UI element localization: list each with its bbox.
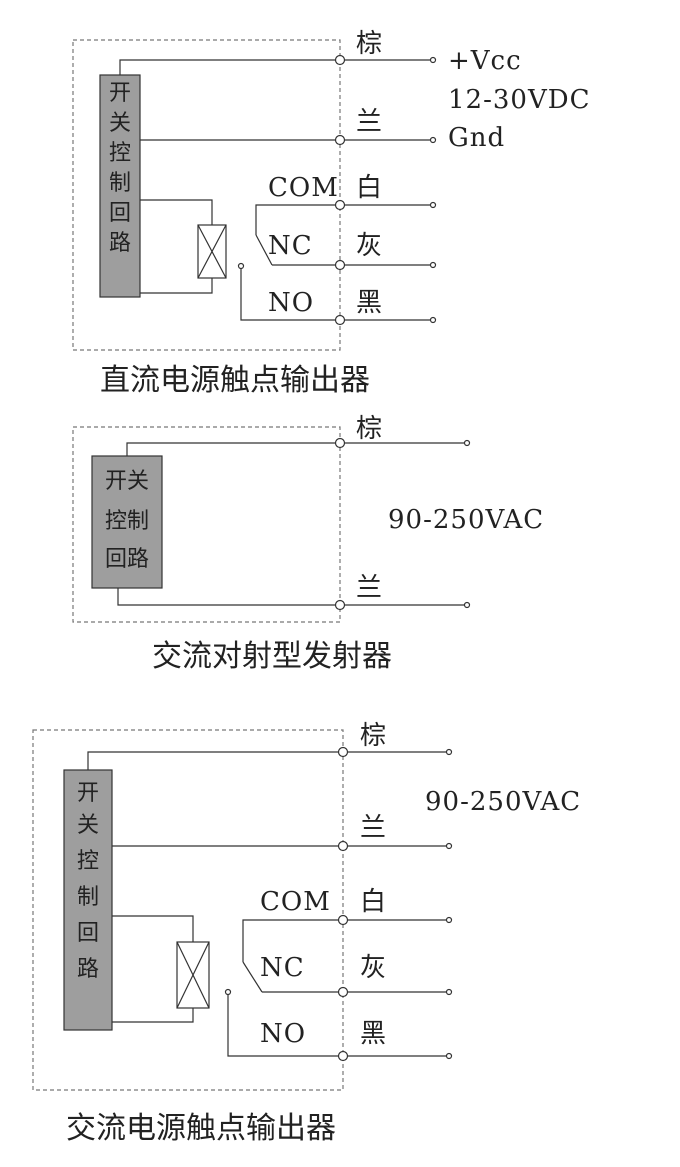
- block-char: 开: [77, 781, 99, 806]
- black-wire: [240, 266, 432, 321]
- blue-wire: [117, 588, 466, 606]
- switch-control-circuit-block: [91, 455, 163, 589]
- supply-label: 90-250VAC: [388, 505, 544, 535]
- supply-label: +Vcc: [448, 46, 522, 76]
- wire-end: [429, 316, 437, 324]
- terminal: [337, 914, 349, 926]
- white-wire: [255, 204, 432, 235]
- block-char: 路: [109, 231, 131, 256]
- contact-label: NO: [260, 1019, 306, 1049]
- terminal: [334, 199, 346, 211]
- diagram-dc-relay-output: 开 关 控 制 回 路 棕 兰 白: [72, 29, 590, 398]
- terminal: [337, 746, 349, 758]
- block-char: 回: [109, 201, 131, 226]
- wire-color-label: 黑: [356, 288, 382, 318]
- diagram-ac-relay-output: 开 关 控 制 回 路 棕 兰 白 灰 黑 COM NC NO: [32, 721, 581, 1146]
- block-char: 控: [77, 849, 99, 874]
- block-text: 控制: [105, 509, 149, 534]
- wire-end: [429, 136, 437, 144]
- terminal: [334, 134, 346, 146]
- block-char: 控: [109, 141, 131, 166]
- switch-control-circuit-block: [99, 74, 141, 298]
- terminal: [337, 840, 349, 852]
- wire-color-label: 棕: [360, 721, 386, 751]
- diagram-ac-emitter: 开关 控制 回路 棕 兰 90-250VAC 交流对射型发射器: [72, 414, 544, 674]
- wire-color-label: 黑: [360, 1019, 386, 1049]
- coil-wire-top: [140, 199, 213, 225]
- block-char: 开: [109, 81, 131, 106]
- wire-end: [445, 916, 453, 924]
- block-char: 关: [77, 813, 99, 838]
- wire-color-label: 灰: [356, 231, 382, 261]
- wire-end: [445, 1052, 453, 1060]
- terminal: [334, 599, 346, 611]
- terminal: [334, 259, 346, 271]
- contact-label: NC: [260, 953, 305, 983]
- terminal: [334, 54, 346, 66]
- block-char: 回: [77, 921, 99, 946]
- wire-color-label: 兰: [356, 107, 382, 137]
- wire-color-label: 棕: [356, 414, 382, 444]
- diagram-caption: 交流对射型发射器: [152, 639, 392, 674]
- supply-label: 90-250VAC: [425, 787, 581, 817]
- wire-end: [429, 56, 437, 64]
- brown-wire: [119, 59, 432, 75]
- wire-end: [445, 988, 453, 996]
- wire-end: [445, 842, 453, 850]
- block-text: 开关: [105, 469, 149, 494]
- terminal: [334, 437, 346, 449]
- wire-color-label: 兰: [356, 573, 382, 603]
- white-wire: [242, 919, 448, 962]
- terminal: [334, 314, 346, 326]
- diagram-caption: 交流电源触点输出器: [66, 1111, 336, 1146]
- relay-contact-arm: [242, 961, 263, 993]
- relay-contact-arm: [255, 234, 273, 266]
- diagram-caption: 直流电源触点输出器: [100, 363, 370, 398]
- contact-label: COM: [268, 173, 339, 203]
- block-char: 制: [109, 171, 131, 196]
- wire-color-label: 白: [360, 887, 386, 917]
- contact-label: NC: [268, 231, 313, 261]
- supply-label: 12-30VDC: [448, 85, 590, 115]
- switch-control-circuit-block: [63, 769, 113, 1031]
- terminal: [337, 1050, 349, 1062]
- wire-end: [463, 439, 471, 447]
- wire-end: [463, 601, 471, 609]
- wire-color-label: 白: [356, 173, 382, 203]
- contact-label: NO: [268, 288, 314, 318]
- sensor-housing-outline: [72, 39, 341, 351]
- coil-wire-bottom: [140, 278, 213, 294]
- terminal: [337, 986, 349, 998]
- block-char: 路: [77, 957, 99, 982]
- coil-wire-top: [112, 915, 194, 942]
- supply-label: Gnd: [448, 123, 505, 153]
- coil-wire-bottom: [112, 1008, 194, 1023]
- black-wire: [227, 992, 448, 1057]
- brown-wire: [87, 751, 448, 770]
- sensor-housing-outline: [32, 729, 344, 1091]
- sensor-housing-outline: [72, 426, 341, 623]
- wire-end: [445, 748, 453, 756]
- wire-color-label: 兰: [360, 813, 386, 843]
- wire-end: [429, 261, 437, 269]
- wire-color-label: 棕: [356, 29, 382, 59]
- block-char: 制: [77, 885, 99, 910]
- block-char: 关: [109, 111, 131, 136]
- brown-wire: [126, 442, 466, 456]
- wire-end: [429, 201, 437, 209]
- contact-label: COM: [260, 887, 331, 917]
- wire-color-label: 灰: [360, 953, 386, 983]
- block-text: 回路: [105, 547, 149, 572]
